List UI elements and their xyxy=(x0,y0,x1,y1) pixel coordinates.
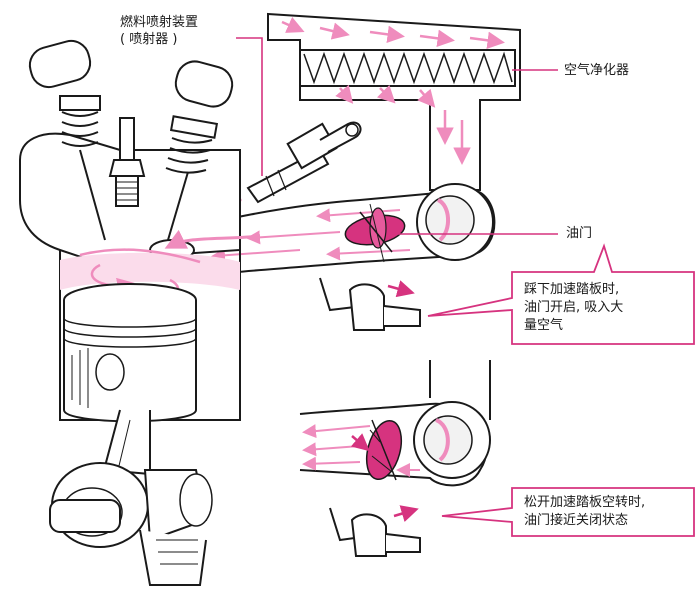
fuel-injector xyxy=(246,121,362,204)
callout-released-line2: 油门接近关闭状态 xyxy=(524,513,629,528)
callout-released-line1: 松开加速踏板空转时, xyxy=(524,495,646,510)
throttle-valve-open xyxy=(344,203,406,263)
crankshaft xyxy=(49,462,213,586)
callout-box-released-shape xyxy=(441,487,695,537)
pedal-pressed xyxy=(319,277,421,331)
intake-pipe-upper xyxy=(148,183,496,282)
callout-pressed-line1: 踩下加速踏板时, xyxy=(524,282,620,297)
piston xyxy=(63,283,197,423)
spark-plug xyxy=(108,117,146,207)
air-filter-element xyxy=(303,51,513,85)
air-flow-into-cylinder xyxy=(164,229,261,249)
air-flow-arrows-cleaner xyxy=(281,16,505,165)
injector-label: 燃料喷射装置 ( 喷射器 ) xyxy=(120,14,198,48)
callout-box-pressed-shape xyxy=(427,243,695,345)
leader-lines xyxy=(236,37,558,235)
throttle-valve-closed xyxy=(350,419,403,481)
callout-pressed-line3: 量空气 xyxy=(524,318,564,333)
pedal-released xyxy=(329,505,421,557)
throttle-label: 油门 xyxy=(566,226,593,241)
air-cleaner-housing xyxy=(267,12,521,191)
air-cleaner-label: 空气净化器 xyxy=(564,63,630,78)
callout-released: 松开加速踏板空转时, 油门接近关闭状态 xyxy=(524,494,645,530)
callout-pressed-line2: 油门开启, 吸入大 xyxy=(524,300,624,315)
injector-label-line1: 燃料喷射装置 xyxy=(120,15,199,30)
callout-pressed: 踩下加速踏板时, 油门开启, 吸入大 量空气 xyxy=(524,281,623,335)
valve-left xyxy=(28,39,106,241)
injector-label-line2: ( 喷射器 ) xyxy=(120,32,178,47)
